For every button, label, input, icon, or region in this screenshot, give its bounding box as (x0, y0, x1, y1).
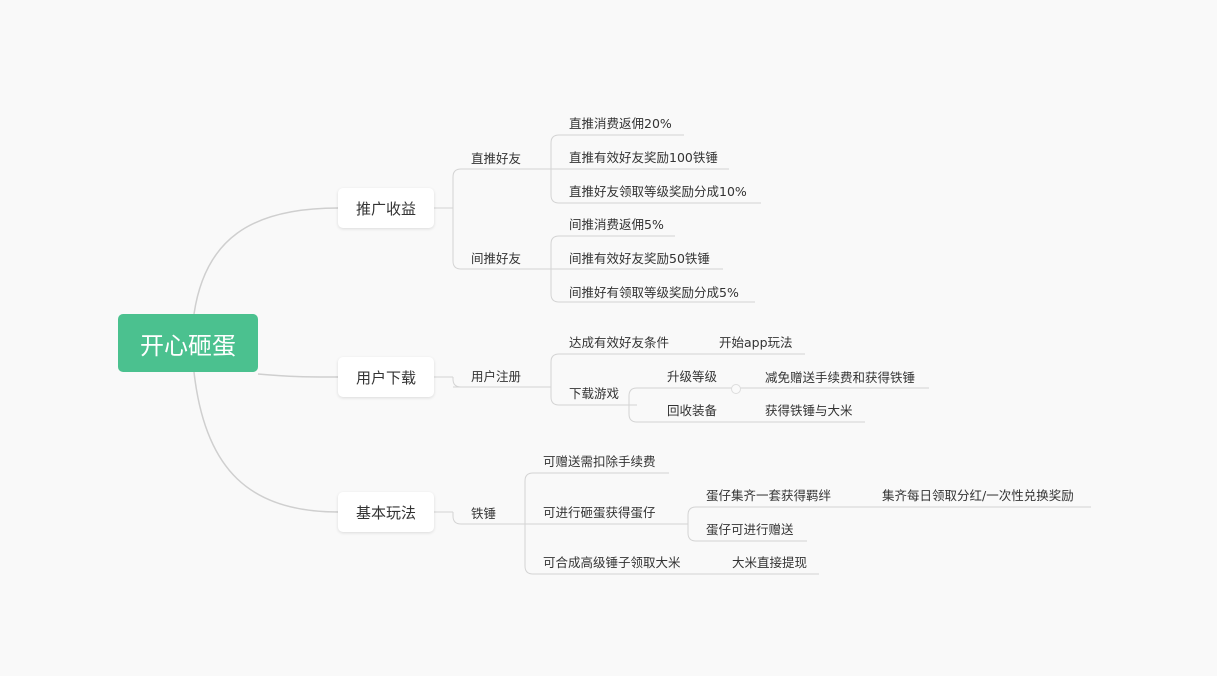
node-huode-tiechui-dami[interactable]: 获得铁锤与大米 (765, 403, 853, 418)
node-tiechui[interactable]: 铁锤 (471, 506, 497, 521)
node-jiantui-fanyong[interactable]: 间推消费返佣5% (569, 217, 664, 232)
node-zhitui-jiangli[interactable]: 直推有效好友奖励100铁锤 (569, 150, 718, 165)
node-danzai-zengsong[interactable]: 蛋仔可进行赠送 (706, 522, 794, 537)
node-zhitui-fanyong[interactable]: 直推消费返佣20% (569, 116, 672, 131)
node-jiantui-fencheng[interactable]: 间推好有领取等级奖励分成5% (569, 285, 739, 300)
branch-jiben-wanfa[interactable]: 基本玩法 (338, 492, 434, 532)
collapse-toggle-icon[interactable] (731, 384, 741, 394)
node-jiantui-haoyou[interactable]: 间推好友 (471, 251, 522, 266)
node-huishou-zhuangbei[interactable]: 回收装备 (667, 403, 718, 418)
branch-tuiguang-shouyi[interactable]: 推广收益 (338, 188, 434, 228)
node-danzai-jiban[interactable]: 蛋仔集齐一套获得羁绊 (706, 488, 832, 503)
node-xiazai-youxi[interactable]: 下载游戏 (569, 386, 620, 401)
node-dami-tixian[interactable]: 大米直接提现 (732, 555, 808, 570)
node-zengsong-shouxufei[interactable]: 可赠送需扣除手续费 (543, 454, 656, 469)
node-yonghu-zhuce[interactable]: 用户注册 (471, 369, 522, 384)
node-zhitui-haoyou[interactable]: 直推好友 (471, 151, 522, 166)
node-zadan-danzai[interactable]: 可进行砸蛋获得蛋仔 (543, 505, 656, 520)
node-zhitui-fencheng[interactable]: 直推好友领取等级奖励分成10% (569, 184, 747, 199)
node-hecheng-chuizi[interactable]: 可合成高级锤子领取大米 (543, 555, 681, 570)
branch-yonghu-xiazai[interactable]: 用户下载 (338, 357, 434, 397)
node-kaishi-wanfa[interactable]: 开始app玩法 (719, 335, 793, 350)
root-node[interactable]: 开心砸蛋 (118, 314, 258, 372)
node-shengji-dengji[interactable]: 升级等级 (667, 369, 718, 384)
node-dacheng-tiaojian[interactable]: 达成有效好友条件 (569, 335, 670, 350)
node-jianmian-zengsong[interactable]: 减免赠送手续费和获得铁锤 (765, 370, 916, 385)
node-jiantui-jiangli[interactable]: 间推有效好友奖励50铁锤 (569, 251, 710, 266)
node-fenhong-duihuan[interactable]: 集齐每日领取分红/一次性兑换奖励 (882, 488, 1074, 503)
